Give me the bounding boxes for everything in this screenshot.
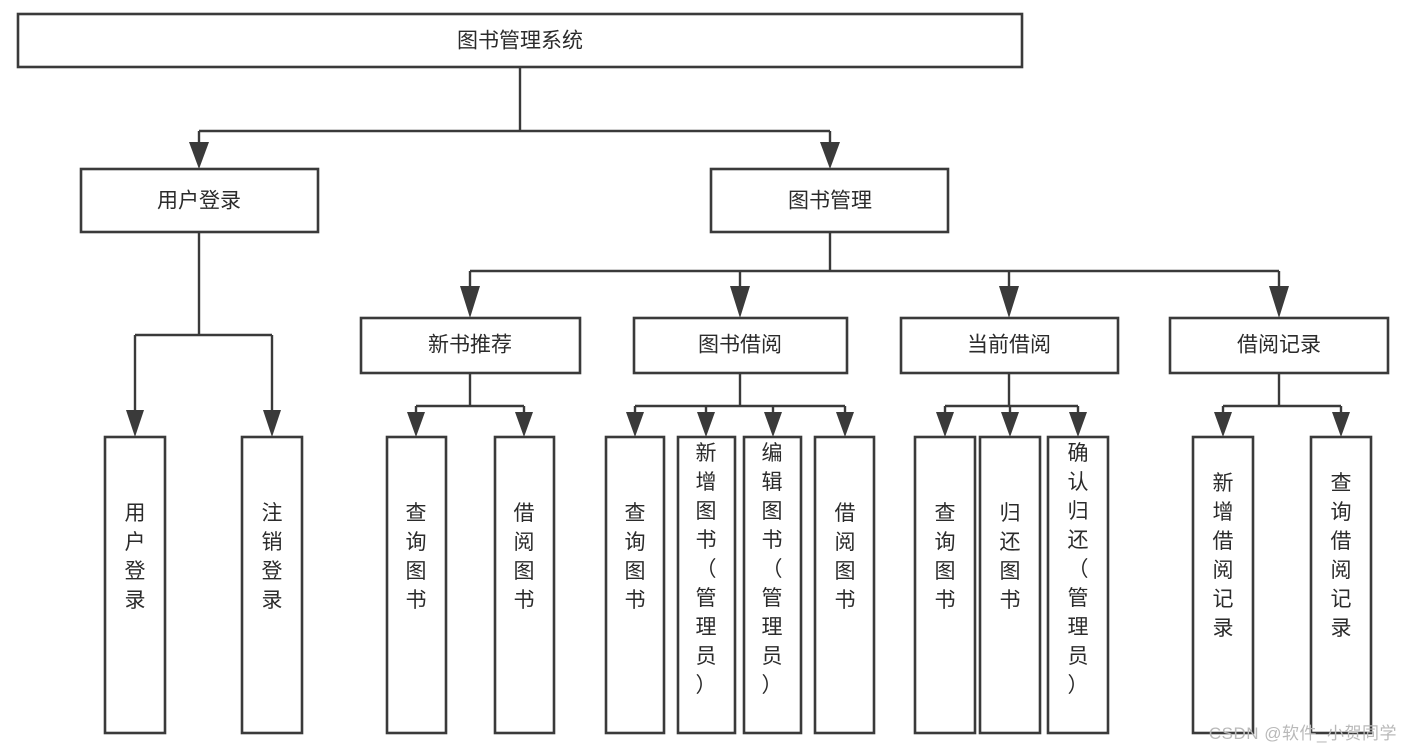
leaf-box[interactable] [978, 435, 1042, 735]
leaf-box[interactable] [813, 435, 876, 735]
arrow-head-icon [407, 412, 425, 437]
node-user-login-box[interactable] [79, 167, 320, 234]
arrow-head-icon [730, 286, 750, 318]
leaf-label: 新增借阅记录 [1213, 472, 1234, 640]
node-book-borrow[interactable]: 图书借阅 [632, 316, 849, 375]
leaf-box[interactable] [913, 435, 977, 735]
leaf-box[interactable] [1191, 435, 1255, 735]
node-borrow-record[interactable]: 借阅记录 [1168, 316, 1390, 375]
leaf-box[interactable] [604, 435, 666, 735]
connector-borrow-to-leaves [626, 373, 854, 437]
node-new-book-recommend-label: 新书推荐 [428, 334, 512, 357]
arrow-head-icon [1332, 412, 1350, 437]
leaf-node[interactable]: 编辑图书（管理员） [742, 435, 803, 735]
arrow-head-icon [1069, 412, 1087, 437]
leaf-box[interactable] [676, 435, 737, 735]
connector-userlogin-to-leaves [126, 232, 281, 437]
arrow-head-icon [263, 410, 281, 437]
leaf-label: 归还图书 [1000, 502, 1021, 612]
arrow-head-icon [697, 412, 715, 437]
leaf-node[interactable]: 新增图书（管理员） [676, 435, 737, 735]
leaf-label: 查询图书 [935, 502, 956, 612]
arrow-head-icon [836, 412, 854, 437]
leaf-node[interactable]: 查询图书 [604, 435, 666, 735]
leaf-node[interactable]: 用户登录 [103, 435, 167, 735]
leaf-node[interactable]: 归还图书 [978, 435, 1042, 735]
leaf-node[interactable]: 查询图书 [913, 435, 977, 735]
leaf-label: 用户登录 [125, 502, 146, 612]
connector-newbook-to-leaves [407, 373, 533, 437]
node-current-borrow-label: 当前借阅 [967, 334, 1051, 357]
leaf-node[interactable]: 查询图书 [385, 435, 448, 735]
arrow-head-icon [1214, 412, 1232, 437]
node-current-borrow-box[interactable] [899, 316, 1120, 375]
leaf-label: 查询图书 [406, 502, 427, 612]
leaf-label: 编辑图书（管理员） [762, 442, 783, 697]
node-new-book-recommend-box[interactable] [359, 316, 582, 375]
leaf-label: 查询图书 [625, 502, 646, 612]
node-borrow-record-label: 借阅记录 [1237, 334, 1321, 357]
leaf-box[interactable] [103, 435, 167, 735]
node-book-management[interactable]: 图书管理 [709, 167, 950, 234]
node-root-label: 图书管理系统 [457, 30, 583, 53]
arrow-head-icon [764, 412, 782, 437]
arrow-head-icon [1001, 412, 1019, 437]
leaf-label: 借阅图书 [835, 502, 856, 612]
leaf-node[interactable]: 借阅图书 [813, 435, 876, 735]
node-current-borrow[interactable]: 当前借阅 [899, 316, 1120, 375]
leaf-box[interactable] [240, 435, 304, 735]
watermark-text: CSDN @软件_小贺同学 [1208, 724, 1397, 743]
leaf-label: 查询借阅记录 [1331, 472, 1352, 640]
node-book-management-label: 图书管理 [788, 190, 872, 213]
leaf-label: 注销登录 [262, 502, 283, 612]
arrow-head-icon [189, 142, 209, 169]
leaf-box[interactable] [493, 435, 556, 735]
leaf-box[interactable] [385, 435, 448, 735]
leaf-node[interactable]: 新增借阅记录 [1191, 435, 1255, 735]
connector-bookmgmt-to-level3 [460, 232, 1289, 318]
arrow-head-icon [126, 410, 144, 437]
leaf-box[interactable] [1309, 435, 1373, 735]
arrow-head-icon [626, 412, 644, 437]
leaf-node[interactable]: 借阅图书 [493, 435, 556, 735]
leaf-label: 新增图书（管理员） [696, 442, 717, 697]
node-book-borrow-box[interactable] [632, 316, 849, 375]
arrow-head-icon [460, 286, 480, 318]
node-root[interactable]: 图书管理系统 [16, 12, 1024, 69]
node-book-management-box[interactable] [709, 167, 950, 234]
arrow-head-icon [936, 412, 954, 437]
node-user-login[interactable]: 用户登录 [79, 167, 320, 234]
arrow-head-icon [820, 142, 840, 169]
connector-current-to-leaves [936, 373, 1087, 437]
leaf-box[interactable] [742, 435, 803, 735]
arrow-head-icon [999, 286, 1019, 318]
node-borrow-record-box[interactable] [1168, 316, 1390, 375]
leaf-label: 借阅图书 [514, 502, 535, 612]
leaf-node[interactable]: 注销登录 [240, 435, 304, 735]
arrow-head-icon [1269, 286, 1289, 318]
arrow-head-icon [515, 412, 533, 437]
leaf-node[interactable]: 查询借阅记录 [1309, 435, 1373, 735]
connector-record-to-leaves [1214, 373, 1350, 437]
node-root-box[interactable] [16, 12, 1024, 69]
connector-root-to-level2 [189, 67, 840, 169]
leaf-node[interactable]: 确认归还（管理员） [1046, 435, 1110, 735]
node-user-login-label: 用户登录 [157, 190, 241, 213]
node-new-book-recommend[interactable]: 新书推荐 [359, 316, 582, 375]
leaf-label: 确认归还（管理员） [1068, 442, 1089, 697]
leaf-box[interactable] [1046, 435, 1110, 735]
node-book-borrow-label: 图书借阅 [698, 334, 782, 357]
